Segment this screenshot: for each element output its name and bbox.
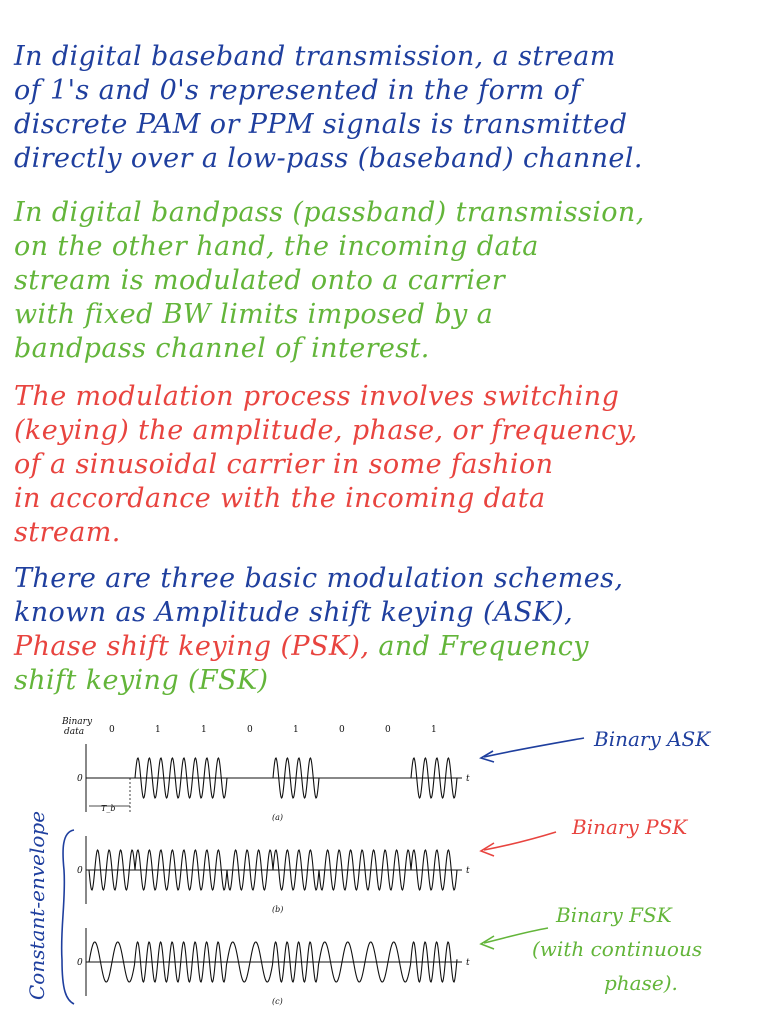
t-label: t	[466, 958, 470, 968]
paragraph-baseband: In digital baseband transmission, a stre…	[14, 40, 764, 176]
bit-label: 0	[385, 725, 391, 735]
text-line: (keying) the amplitude, phase, or freque…	[14, 415, 638, 446]
bit-label: 1	[431, 725, 437, 735]
text-line: of 1's and 0's represented in the form o…	[14, 75, 581, 106]
fsk-annotation: Binary FSK	[555, 903, 673, 927]
envelope-brace	[60, 829, 75, 1005]
binary-data-label: data	[64, 727, 84, 737]
arrow-head-icon	[479, 750, 495, 763]
ask-arrow	[483, 737, 585, 758]
text-line: discrete PAM or PPM signals is transmitt…	[14, 109, 628, 140]
text-line: stream.	[14, 517, 121, 548]
t-label: t	[466, 774, 470, 784]
fsk-text: shift keying (FSK)	[14, 665, 269, 696]
modulation-figure: Binary data 0 1 1 0 1 0 0 1 0 0 0 t t t T_b (a)…	[25, 717, 711, 1006]
psk-annotation: Binary PSK	[571, 815, 688, 839]
arrow-head-icon	[479, 842, 495, 857]
bit-labels: 0 1 1 0 1 0 0 1	[109, 725, 437, 735]
ask-annotation: Binary ASK	[593, 727, 711, 751]
panel-label: (c)	[272, 997, 283, 1006]
and-text: and Frequency	[378, 631, 589, 662]
tb-label: T_b	[101, 804, 115, 813]
text-line: in accordance with the incoming data	[14, 483, 546, 514]
text-line: The modulation process involves switchin…	[14, 381, 620, 412]
text-line: directly over a low-pass (baseband) chan…	[14, 143, 643, 174]
fsk-annotation: phase).	[604, 971, 678, 995]
zero-label: 0	[77, 958, 83, 968]
zero-label: 0	[77, 774, 83, 784]
text-line: In digital bandpass (passband) transmiss…	[14, 197, 645, 228]
binary-data-label: Binary	[61, 717, 93, 727]
text-line: stream is modulated onto a carrier	[14, 265, 506, 296]
text-line: There are three basic modulation schemes…	[14, 563, 624, 594]
t-label: t	[466, 866, 470, 876]
bit-label: 1	[155, 725, 161, 735]
fsk-arrow	[483, 927, 549, 944]
waveform-line	[88, 941, 458, 983]
panel-label: (b)	[272, 905, 283, 914]
paragraph-schemes: There are three basic modulation schemes…	[14, 562, 764, 698]
bit-label: 0	[109, 725, 115, 735]
paragraph-bandpass: In digital bandpass (passband) transmiss…	[14, 196, 764, 366]
text-line: bandpass channel of interest.	[14, 333, 430, 364]
panel-label: (a)	[272, 813, 283, 822]
text-line: on the other hand, the incoming data	[14, 231, 539, 262]
text-line: Phase shift keying (PSK), and Frequency	[14, 630, 764, 664]
text-line: known as Amplitude shift keying (ASK),	[14, 597, 574, 628]
text-line: In digital baseband transmission, a stre…	[14, 41, 616, 72]
arrow-head-icon	[479, 935, 495, 950]
text-line: with fixed BW limits imposed by a	[14, 299, 494, 330]
text-line: of a sinusoidal carrier in some fashion	[14, 449, 554, 480]
bit-label: 1	[293, 725, 299, 735]
bit-label: 0	[247, 725, 253, 735]
bit-label: 0	[339, 725, 345, 735]
zero-label: 0	[77, 866, 83, 876]
constant-envelope-label: Constant-envelope	[25, 811, 49, 1000]
psk-text: Phase shift keying (PSK),	[14, 631, 370, 662]
psk-arrow	[483, 831, 557, 851]
fsk-waveform	[88, 941, 458, 983]
paragraph-modulation: The modulation process involves switchin…	[14, 380, 764, 550]
fsk-annotation: (with continuous	[532, 937, 702, 961]
bit-label: 1	[201, 725, 207, 735]
